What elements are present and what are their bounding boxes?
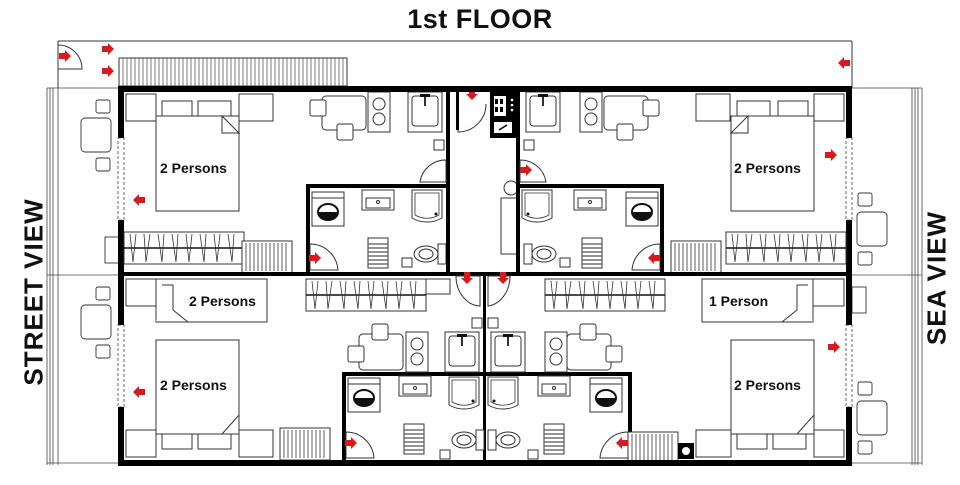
apartment-bottom-right xyxy=(487,278,845,465)
bed-label-bottom-right: 2 Persons xyxy=(734,377,801,393)
apartment-top-right xyxy=(521,91,847,274)
apartment-bottom-left xyxy=(125,278,485,461)
balcony-sea-side xyxy=(852,87,923,465)
bed-icon xyxy=(730,339,815,435)
elevator-panel-icon xyxy=(490,92,519,255)
sofa-bed-label-bottom-left: 2 Persons xyxy=(189,293,256,309)
balcony-street-side xyxy=(46,87,119,465)
windows xyxy=(117,137,853,408)
apartment-top-left xyxy=(123,91,447,274)
balcony-furniture xyxy=(80,99,888,455)
bed-label-top-left: 2 Persons xyxy=(160,160,227,176)
single-bed-label-bottom-right: 1 Person xyxy=(709,293,769,309)
bed-label-top-right: 2 Persons xyxy=(734,160,801,176)
balcony-top xyxy=(57,40,853,88)
floor-title: 1st FLOOR xyxy=(407,4,553,34)
bed-icon xyxy=(155,339,240,435)
bed-label-bottom-left: 2 Persons xyxy=(160,377,227,393)
